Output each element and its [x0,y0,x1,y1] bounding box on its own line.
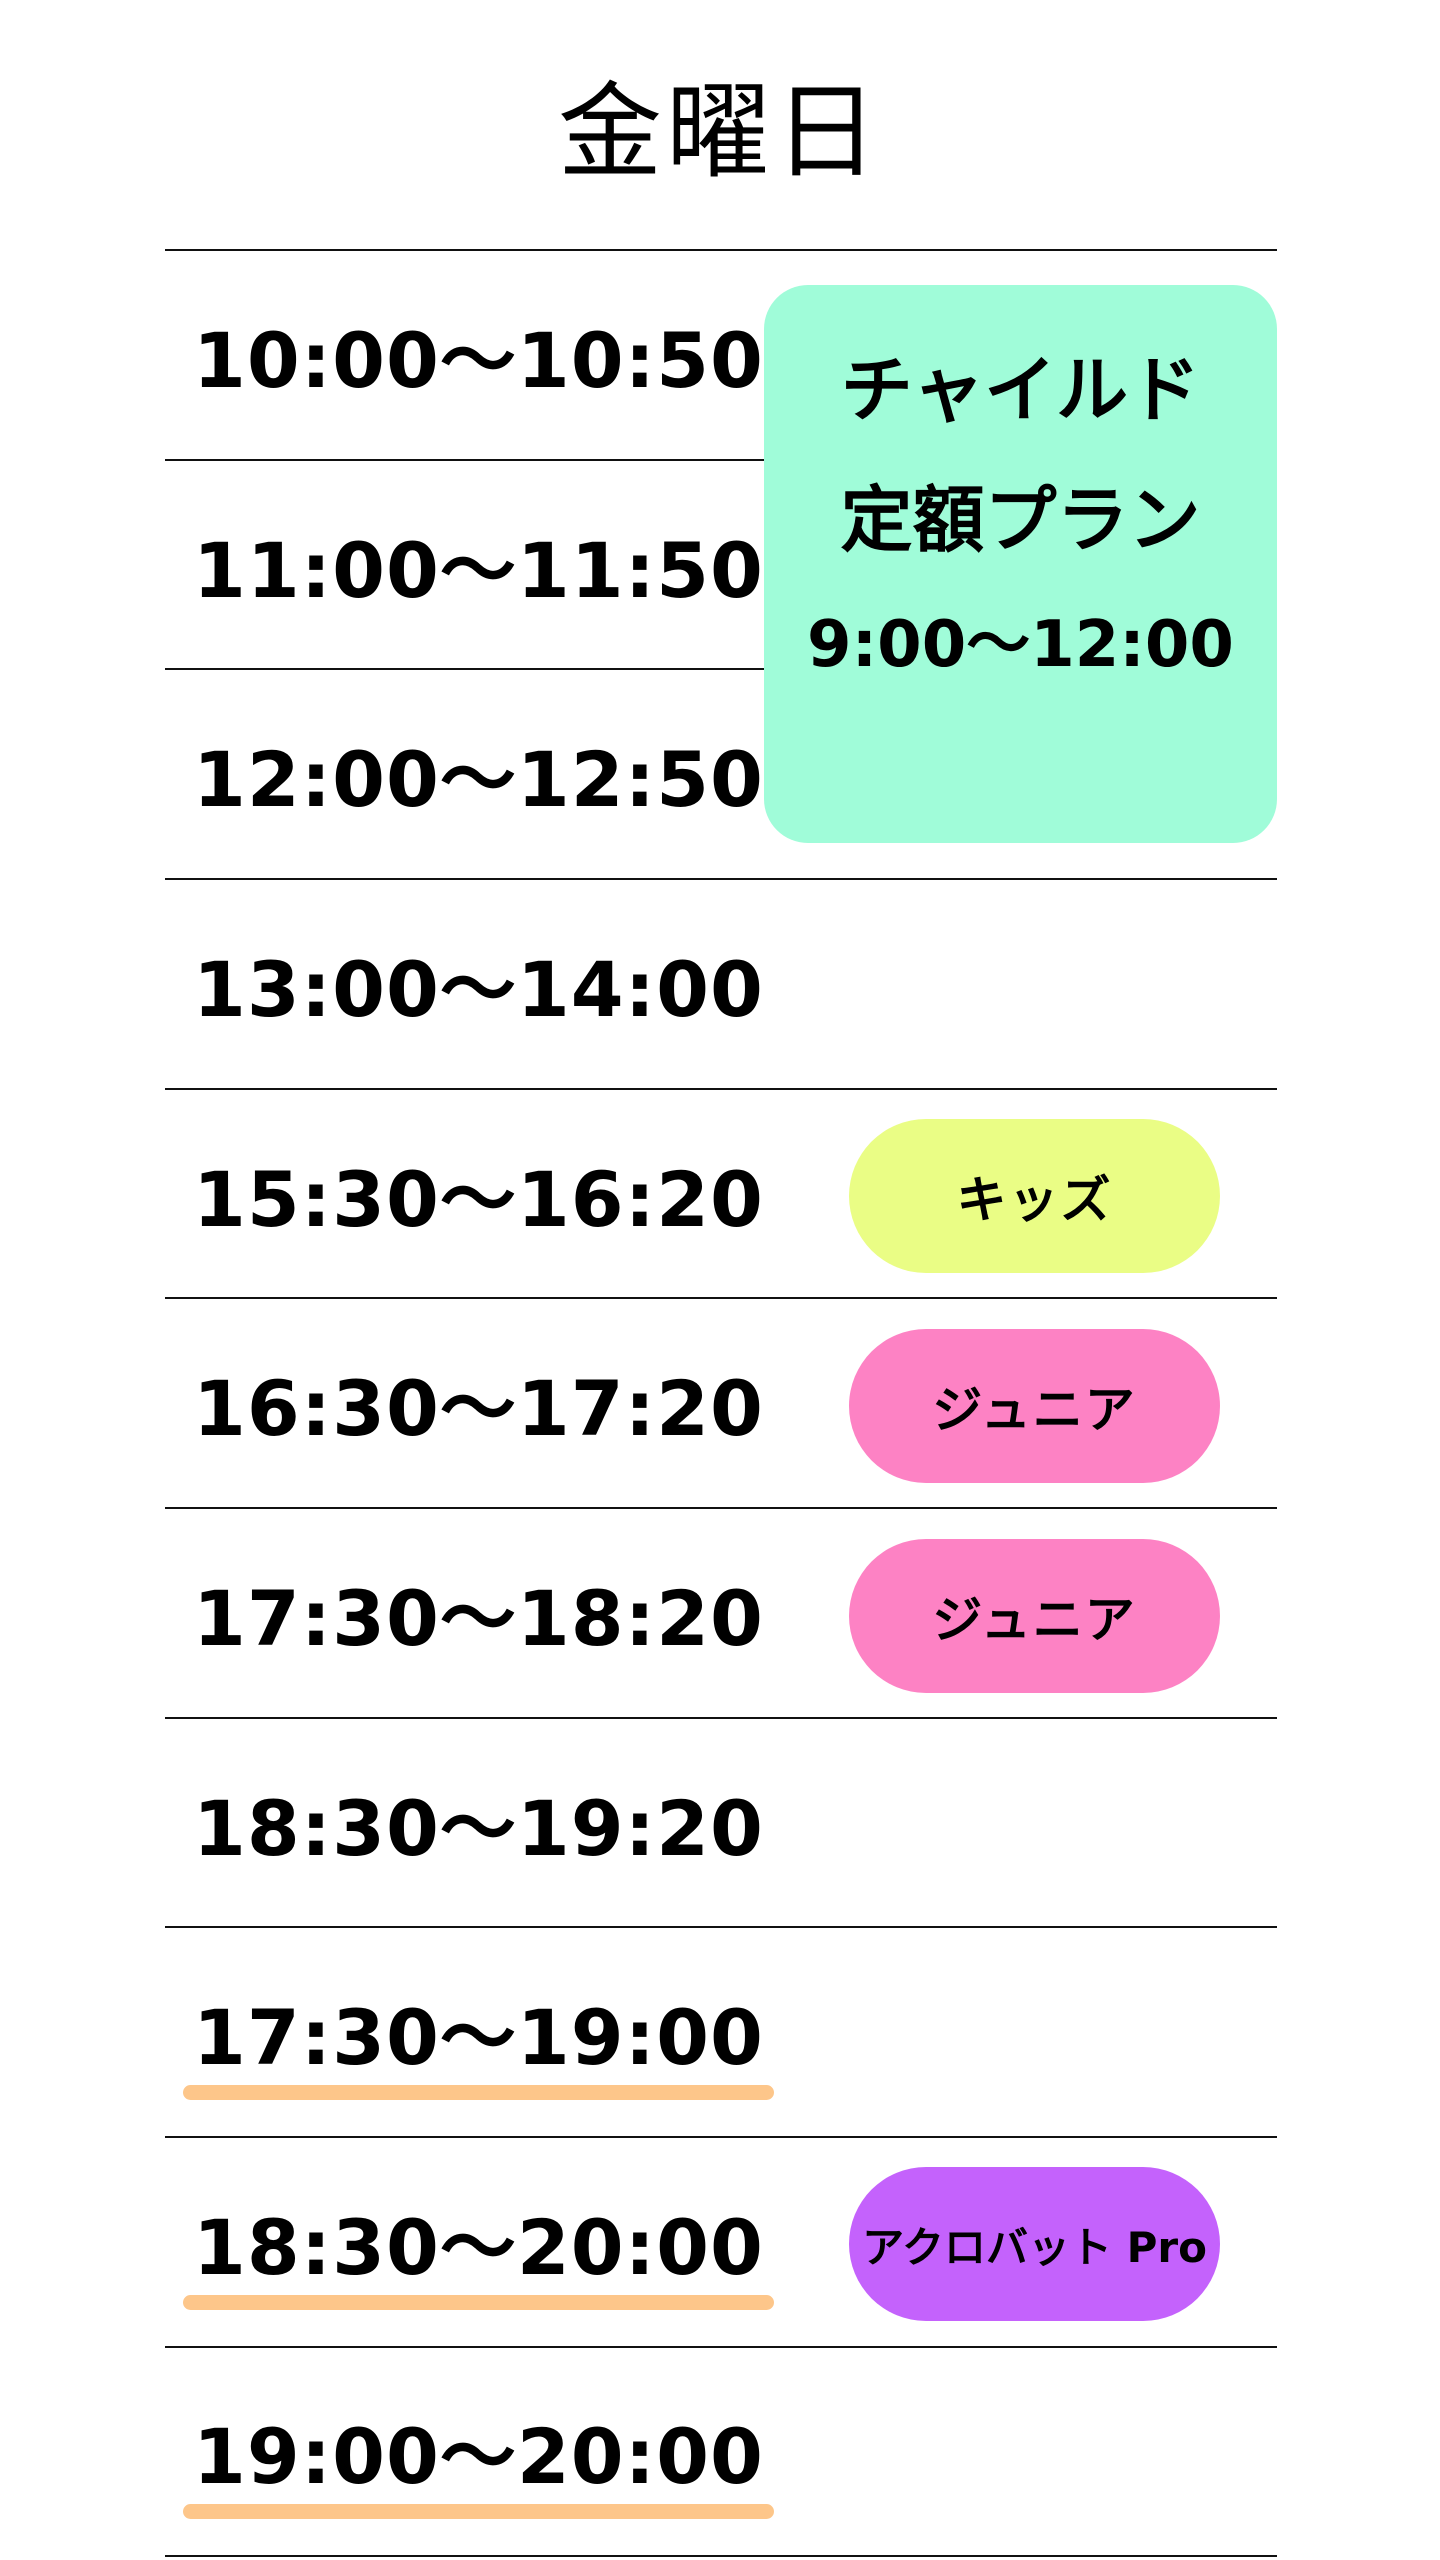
class-badge-acrobat-pro[interactable]: アクロバット Pro [849,2167,1220,2321]
row-divider [165,1297,1277,1299]
row-divider [165,668,764,670]
row-divider [165,1717,1277,1719]
time-slot: 16:30〜17:20 [193,1364,764,1453]
row-divider [165,878,1277,880]
row-divider [165,459,764,461]
plan-name-line2: 定額プラン [840,478,1201,562]
class-badge-junior[interactable]: ジュニア [849,1539,1220,1693]
row-divider [165,1926,1277,1928]
time-slot: 18:30〜19:20 [193,1784,764,1873]
time-slot: 10:00〜10:50 [193,316,764,405]
time-slot: 15:30〜16:20 [193,1155,764,1244]
time-slot-highlighted: 17:30〜19:00 [183,1966,774,2100]
time-slot-highlighted: 19:00〜20:00 [183,2385,774,2519]
row-divider [165,1088,1277,1090]
row-divider [165,2555,1277,2557]
plan-name-line1: チャイルド [840,348,1201,432]
page-title: 金曜日 [557,71,882,193]
time-slot: 17:30〜18:20 [193,1574,764,1663]
class-badge-junior[interactable]: ジュニア [849,1329,1220,1483]
child-flat-rate-plan-block[interactable]: チャイルド 定額プラン 9:00〜12:00 [764,285,1277,843]
time-slot: 11:00〜11:50 [193,526,764,615]
row-divider [165,2346,1277,2348]
class-badge-kids[interactable]: キッズ [849,1119,1220,1273]
row-divider [165,249,1277,251]
row-divider [165,2136,1277,2138]
time-slot-highlighted: 18:30〜20:00 [183,2176,774,2310]
time-slot: 13:00〜14:00 [193,945,764,1034]
row-divider [165,1507,1277,1509]
plan-time-range: 9:00〜12:00 [807,608,1234,682]
time-slot: 12:00〜12:50 [193,735,764,824]
